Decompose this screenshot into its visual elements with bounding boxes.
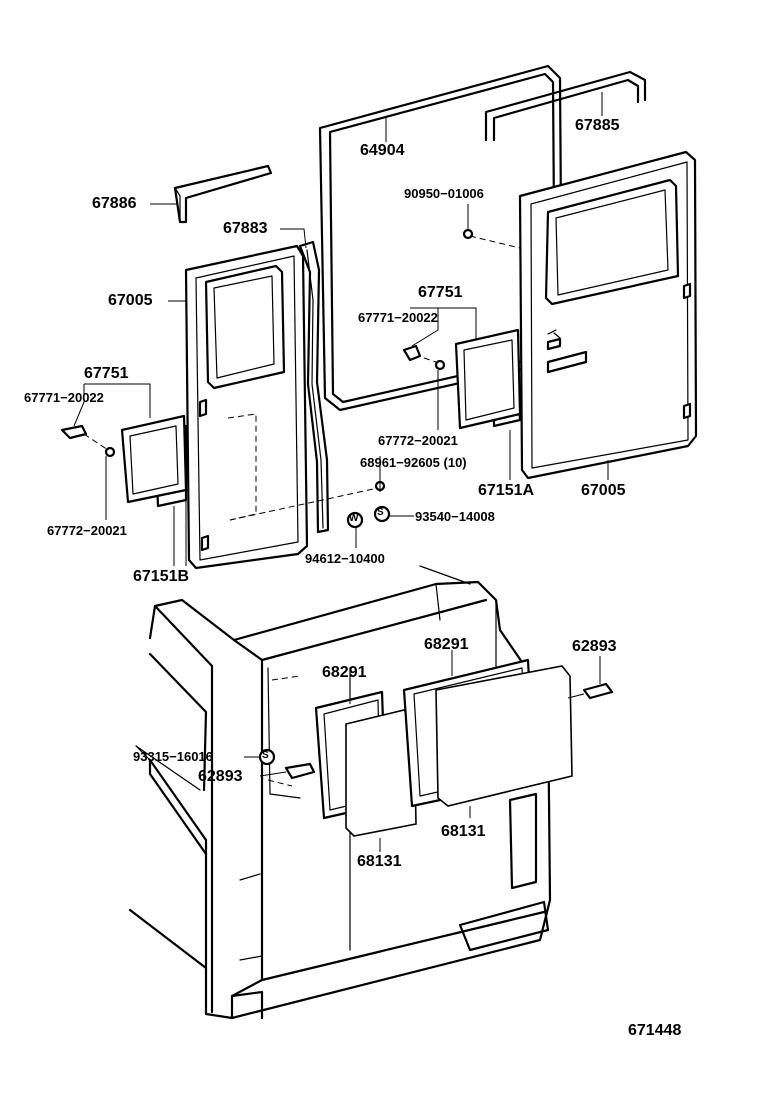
label-68961: 68961−92605 (10) bbox=[360, 455, 467, 470]
label-67771-left: 67771−20022 bbox=[24, 390, 104, 405]
label-90950: 90950−01006 bbox=[404, 186, 484, 201]
label-64904: 64904 bbox=[360, 142, 405, 159]
label-67151A: 67151A bbox=[478, 482, 535, 499]
glass-67751-left bbox=[60, 414, 188, 504]
label-93315: 93315−16016 bbox=[133, 749, 213, 764]
label-67883: 67883 bbox=[223, 220, 268, 237]
label-67772-mid: 67772−20021 bbox=[378, 433, 458, 448]
door-right-67005 bbox=[518, 150, 698, 480]
rear-window-left bbox=[314, 690, 417, 837]
w-symbol-icon bbox=[346, 511, 364, 529]
w-symbol-letter: W bbox=[349, 513, 359, 524]
label-67772-left: 67772−20021 bbox=[47, 523, 127, 538]
rear-window-right bbox=[402, 658, 573, 808]
label-68131-left: 68131 bbox=[357, 853, 402, 870]
label-67751-left: 67751 bbox=[84, 365, 129, 382]
label-62893-left: 62893 bbox=[198, 768, 243, 785]
label-67771-mid: 67771−20022 bbox=[358, 310, 438, 325]
label-67005-left: 67005 bbox=[108, 292, 153, 309]
label-67885: 67885 bbox=[575, 117, 620, 134]
s-symbol-letter-lower: S bbox=[262, 750, 269, 761]
channel-67885 bbox=[484, 70, 647, 142]
glass-67751-mid bbox=[402, 328, 522, 430]
label-68131-right: 68131 bbox=[441, 823, 486, 840]
vehicle-body bbox=[128, 565, 552, 1020]
figure-number: 671448 bbox=[628, 1022, 682, 1039]
label-68291-left: 68291 bbox=[322, 664, 367, 681]
moulding-67886 bbox=[173, 164, 273, 224]
label-62893-right: 62893 bbox=[572, 638, 617, 655]
hinge-62893-left bbox=[284, 762, 316, 780]
weatherstrip-67883 bbox=[298, 240, 330, 534]
label-94612: 94612−10400 bbox=[305, 551, 385, 566]
label-68291-right: 68291 bbox=[424, 636, 469, 653]
s-symbol-letter: S bbox=[377, 507, 384, 518]
hinge-62893-right bbox=[582, 682, 614, 700]
label-67751-mid: 67751 bbox=[418, 284, 463, 301]
label-67886: 67886 bbox=[92, 195, 137, 212]
door-left-67005 bbox=[184, 244, 309, 570]
label-67151B: 67151B bbox=[133, 568, 190, 585]
s-symbol-icon bbox=[373, 505, 391, 523]
label-93540: 93540−14008 bbox=[415, 509, 495, 524]
clip-90950 bbox=[462, 228, 474, 240]
leader-lines bbox=[73, 92, 609, 852]
label-67005-right: 67005 bbox=[581, 482, 626, 499]
